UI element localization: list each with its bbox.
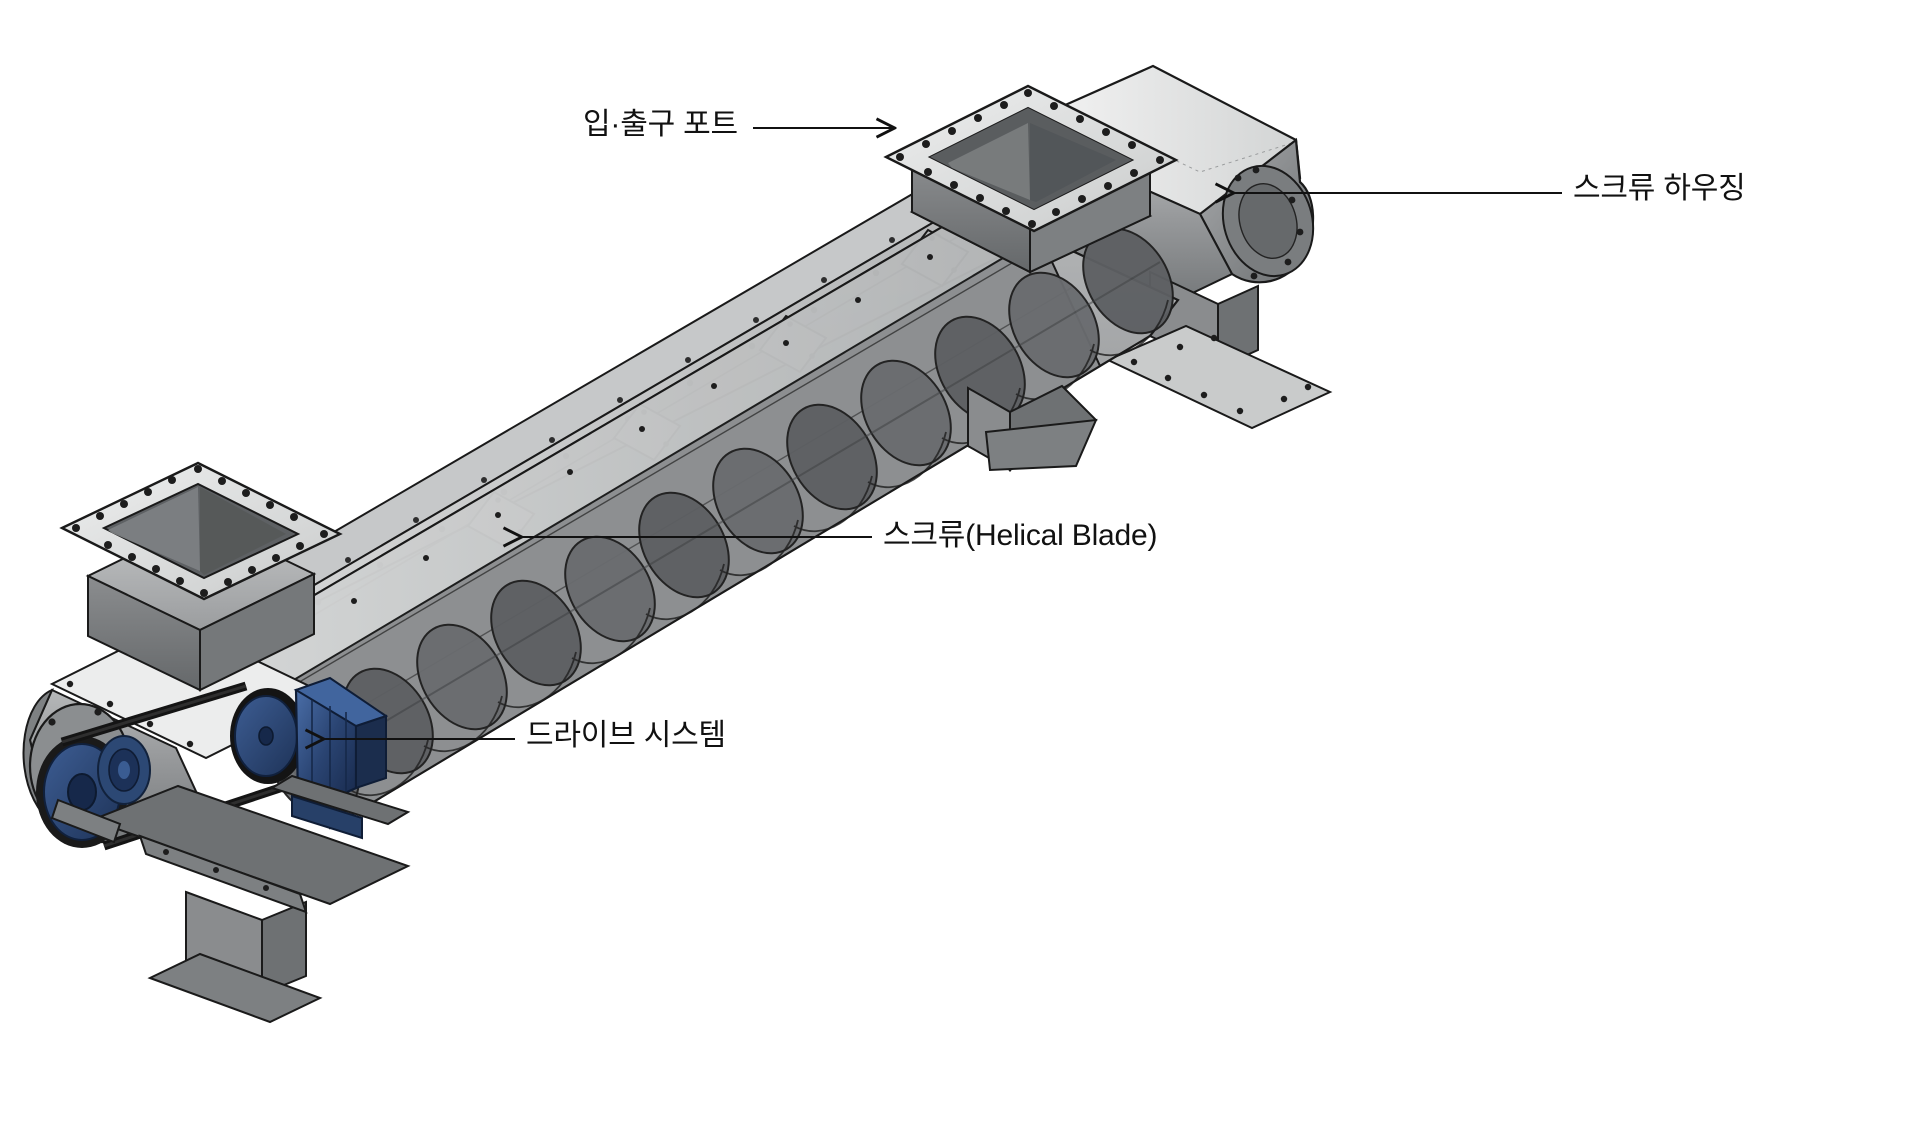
gear-reducer-motor [291, 676, 389, 840]
helical-screw-flights [268, 227, 1174, 819]
support-leg-left [147, 890, 323, 1024]
callout-label-drive-system: 드라이브 시스템 [526, 719, 726, 752]
port-upper [883, 84, 1179, 274]
conveyor-assembly [22, 64, 1333, 1024]
support-leg-mid [967, 384, 1098, 472]
bearing-hub [97, 735, 151, 805]
drive-pulley [230, 688, 306, 784]
callout-label-screw-housing: 스크류 하우징 [1573, 172, 1746, 205]
callout-label-inlet-outlet-port: 입·출구 포트 [583, 108, 738, 141]
callout-label-helical-blade: 스크류(Helical Blade) [883, 519, 1158, 552]
drive-system-assembly [22, 676, 411, 1024]
